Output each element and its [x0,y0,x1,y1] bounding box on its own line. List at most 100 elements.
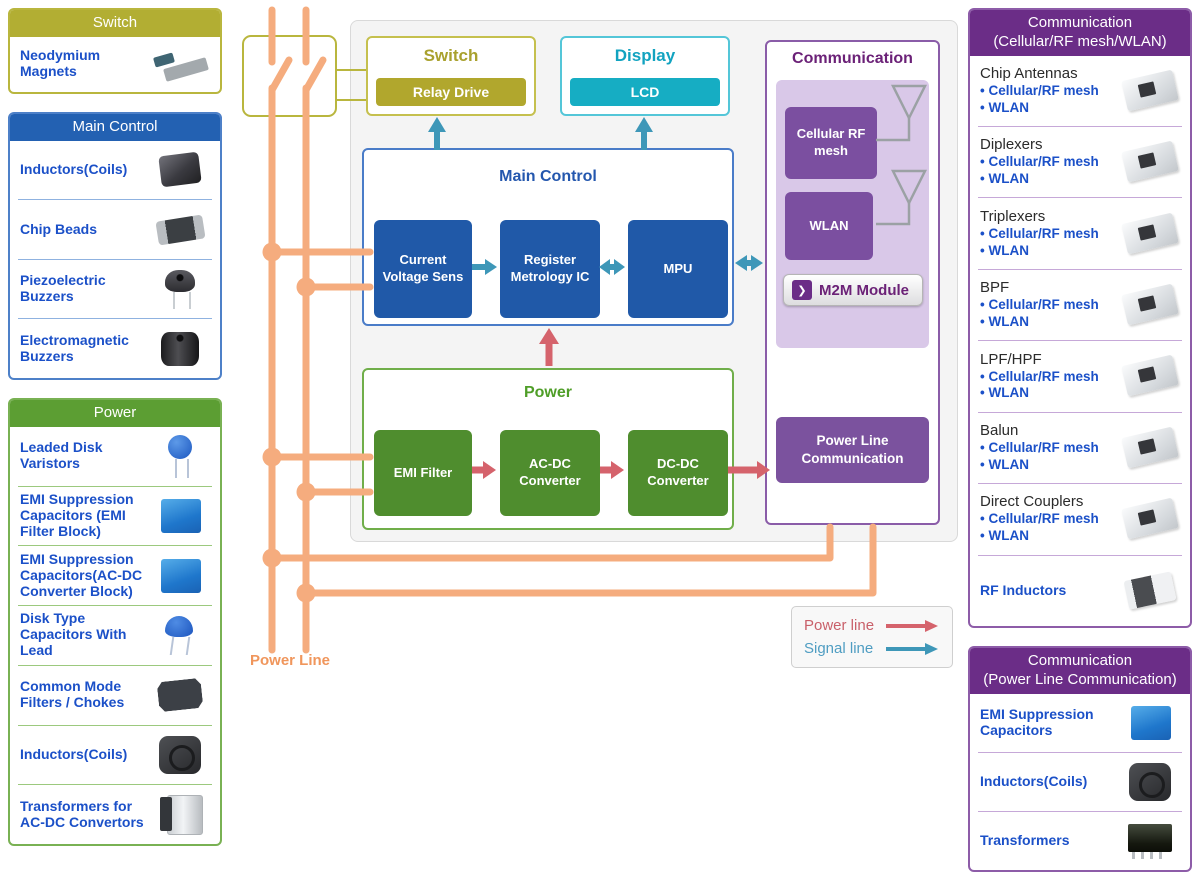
cellular-rf-mesh-link[interactable]: • Cellular/RF mesh [980,511,1099,527]
cellular-rf-mesh-link[interactable]: • Cellular/RF mesh [980,440,1099,456]
lcd-chip: LCD [570,78,720,106]
neodymium-magnets-link[interactable]: Neodymium Magnets [20,47,101,80]
main-control-block-title: Main Control [499,168,597,185]
leaded-disk-varistor-image [150,433,210,479]
power-line-label: Power Line [250,652,331,669]
header-line2: (Power Line Communication) [983,670,1177,688]
list-item[interactable]: Neodymium Magnets [18,37,212,92]
switch-panel-header: Switch [10,10,220,37]
wlan-box: WLAN [785,192,873,260]
wlan-link[interactable]: • WLAN [980,528,1029,544]
breaker-switch-symbol [242,35,366,117]
neodymium-magnets-image [150,41,210,87]
list-item[interactable]: RF Inductors [978,554,1182,626]
power-panel-header: Power [10,400,220,427]
current-voltage-sens-box: Current Voltage Sens [374,220,472,318]
wlan-link[interactable]: • WLAN [980,385,1029,401]
list-item[interactable]: Common Mode Filters / Chokes [18,664,212,725]
m2m-module-button[interactable]: ❯ M2M Module [783,274,923,306]
list-item[interactable]: EMI Suppression Capacitors [978,694,1182,752]
power-line-communication-box: Power Line Communication [776,417,929,483]
list-item: LPF/HPF • Cellular/RF mesh • WLAN [978,340,1182,411]
list-item: Balun • Cellular/RF mesh • WLAN [978,411,1182,483]
list-item[interactable]: Chip Beads [18,199,212,259]
legend-signal-line-row: Signal line [804,640,940,657]
list-item[interactable]: Inductors(Coils) [18,724,212,785]
emi-suppression-capacitor-image [1120,700,1180,746]
list-item: Direct Couplers • Cellular/RF mesh • WLA… [978,483,1182,554]
disk-capacitor-image [150,612,210,658]
electromagnetic-buzzers-link[interactable]: Electromagnetic Buzzers [20,331,129,364]
communication-plc-panel: Communication (Power Line Communication)… [968,646,1192,872]
main-control-panel-header: Main Control [10,114,220,141]
power-inductors-link[interactable]: Inductors(Coils) [20,745,128,762]
legend-power-line-label: Power line [804,617,875,634]
rf-inductors-link[interactable]: RF Inductors [980,581,1067,598]
m2m-module-label: M2M Module [819,281,909,299]
power-block: Power EMI Filter AC-DC Converter DC-DC C… [362,368,734,530]
cellular-rf-mesh-link[interactable]: • Cellular/RF mesh [980,225,1099,241]
main-control-block: Main Control Current Voltage Sens Regist… [362,148,734,326]
cellular-rf-mesh-link[interactable]: • Cellular/RF mesh [980,368,1099,384]
wlan-link[interactable]: • WLAN [980,99,1029,115]
wlan-link[interactable]: • WLAN [980,242,1029,258]
common-mode-filters-link[interactable]: Common Mode Filters / Chokes [20,678,125,711]
communication-rf-panel-header: Communication (Cellular/RF mesh/WLAN) [970,10,1190,56]
cellular-rf-mesh-link[interactable]: • Cellular/RF mesh [980,297,1099,313]
lpf-hpf-title: LPF/HPF [980,350,1042,368]
list-item[interactable]: Transformers [978,810,1182,870]
dcdc-converter-box: DC-DC Converter [628,430,728,516]
piezoelectric-buzzer-image [150,266,210,312]
list-item[interactable]: Inductors(Coils) [18,141,212,200]
header-line1: Communication [1027,14,1133,31]
chip-antenna-image [1120,68,1180,114]
list-item[interactable]: EMI Suppression Capacitors (EMI Filter B… [18,485,212,546]
disk-type-capacitors-link[interactable]: Disk Type Capacitors With Lead [20,610,127,659]
communication-plc-panel-header: Communication (Power Line Communication) [970,648,1190,694]
inductors-coils-link[interactable]: Inductors(Coils) [20,161,128,178]
chip-antennas-title: Chip Antennas [980,64,1078,82]
list-item[interactable]: Transformers for AC-DC Convertors [18,784,212,844]
emi-suppression-capacitors-emi-filter-link[interactable]: EMI Suppression Capacitors (EMI Filter B… [20,490,134,539]
transformers-acdc-link[interactable]: Transformers for AC-DC Convertors [20,797,144,830]
list-item[interactable]: Piezoelectric Buzzers [18,258,212,319]
header-line2: (Cellular/RF mesh/WLAN) [993,32,1167,50]
emi-filter-box: EMI Filter [374,430,472,516]
emi-suppression-capacitors-acdc-link[interactable]: EMI Suppression Capacitors(AC-DC Convert… [20,550,143,599]
chip-beads-link[interactable]: Chip Beads [20,220,98,237]
inductor-coil-image [150,147,210,193]
power-inductor-image [1120,759,1180,805]
transformers-link[interactable]: Transformers [980,831,1070,848]
emi-suppression-capacitors-link[interactable]: EMI Suppression Capacitors [980,705,1094,738]
mpu-box: MPU [628,220,728,318]
main-control-category-panel: Main Control Inductors(Coils) Chip Beads… [8,112,222,380]
list-item[interactable]: Electromagnetic Buzzers [18,318,212,378]
list-item[interactable]: Inductors(Coils) [978,751,1182,811]
list-item[interactable]: Disk Type Capacitors With Lead [18,605,212,665]
acdc-transformer-image [150,792,210,838]
transformer-image [1120,818,1180,864]
cellular-rf-mesh-link[interactable]: • Cellular/RF mesh [980,82,1099,98]
cellular-rf-mesh-link[interactable]: • Cellular/RF mesh [980,154,1099,170]
emi-suppression-capacitor-image [150,553,210,599]
list-item[interactable]: Leaded Disk Varistors [18,427,212,486]
electromagnetic-buzzer-image [150,326,210,372]
lpf-hpf-image [1120,353,1180,399]
leaded-disk-varistors-link[interactable]: Leaded Disk Varistors [20,439,103,472]
list-item: Diplexers • Cellular/RF mesh • WLAN [978,125,1182,197]
list-item: BPF • Cellular/RF mesh • WLAN [978,268,1182,340]
switch-block: Switch Relay Drive [366,36,536,116]
switch-category-panel: Switch Neodymium Magnets [8,8,222,94]
bpf-title: BPF [980,279,1010,297]
piezoelectric-buzzers-link[interactable]: Piezoelectric Buzzers [20,272,106,305]
cellular-rf-mesh-box: Cellular RF mesh [785,107,877,179]
list-item: Chip Antennas • Cellular/RF mesh • WLAN [978,56,1182,126]
balun-image [1120,425,1180,471]
inductors-coils-link[interactable]: Inductors(Coils) [980,772,1088,789]
wlan-link[interactable]: • WLAN [980,171,1029,187]
switch-block-title: Switch [423,46,479,65]
wlan-link[interactable]: • WLAN [980,456,1029,472]
list-item[interactable]: EMI Suppression Capacitors(AC-DC Convert… [18,545,212,605]
wlan-link[interactable]: • WLAN [980,314,1029,330]
